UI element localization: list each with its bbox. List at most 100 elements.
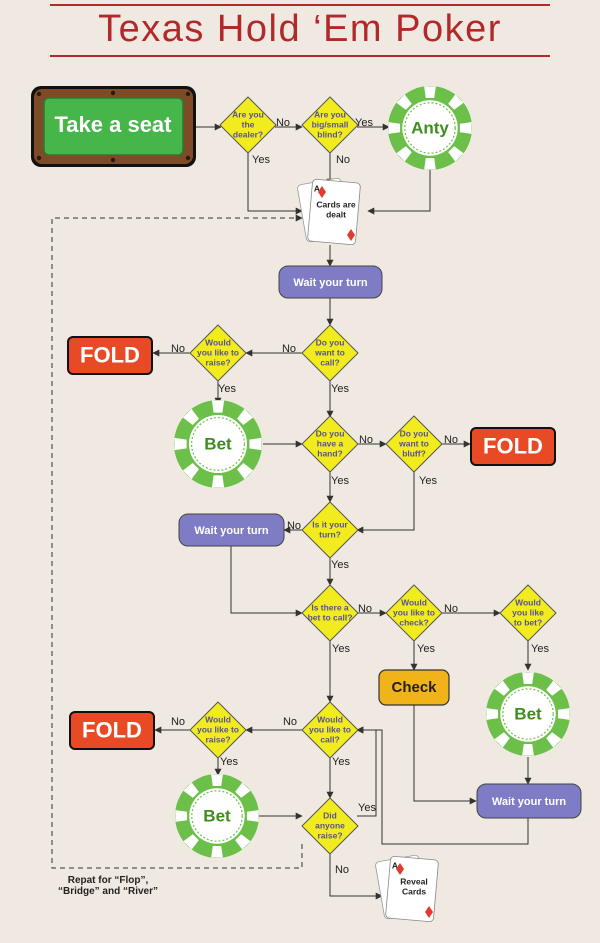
chip-bet-3-stripe-7 xyxy=(235,782,251,798)
edge-anyone-call2 xyxy=(356,726,377,817)
chip-anty-stripe-7 xyxy=(448,94,464,110)
page-title: Texas Hold ‘Em Poker xyxy=(98,8,502,50)
fold-box-2-label: FOLD xyxy=(483,433,543,458)
chip-bet-2-ring xyxy=(500,686,556,742)
wait-box-2-label: Wait your turn xyxy=(194,525,268,537)
chip-bet-3-ring xyxy=(189,788,245,844)
table-pocket-5 xyxy=(185,155,191,161)
wait-box-1-label: Wait your turn xyxy=(293,277,367,289)
table-pocket-2 xyxy=(185,91,191,97)
chip-bet-3-label: Bet xyxy=(203,806,231,825)
table-pocket-4 xyxy=(110,157,116,163)
edge-anyone-reveal xyxy=(329,844,383,900)
chip-anty-stripe-1 xyxy=(448,146,464,162)
label-no-turn: No xyxy=(287,520,301,532)
decision-dealer-text-line-2: dealer? xyxy=(233,129,263,139)
decision-raise2-text-line-2: raise? xyxy=(205,734,230,744)
decision-dealer-shape xyxy=(219,96,277,154)
connectors xyxy=(51,123,532,900)
label-no-raise2: No xyxy=(171,716,185,728)
fold-box-2: FOLD xyxy=(470,427,556,466)
edge-checkbox-wait3 xyxy=(413,705,477,805)
chip-bet-2-label: Bet xyxy=(514,704,542,723)
decision-anyone-text-line-0: Did xyxy=(323,810,337,820)
chip-bet-3-dash xyxy=(191,790,243,842)
decision-blind-text-line-1: big/small xyxy=(312,119,349,129)
cards-dealt-text-line-1: dealt xyxy=(326,209,346,219)
decision-dealer-text-line-1: the xyxy=(242,119,255,129)
fold-box-1-shape xyxy=(67,336,153,375)
decision-betcall-text-line-1: bet to call? xyxy=(308,612,353,622)
decision-betcall-text-line-0: Is there a xyxy=(311,602,349,612)
chip-bet-2-stripe-5 xyxy=(494,680,510,696)
chip-bet-2-stripe-1 xyxy=(546,732,562,748)
decision-blind-text-line-0: Are you xyxy=(314,109,346,119)
label-yes-call1: Yes xyxy=(331,383,349,395)
decision-raise1-text-line-1: you like to xyxy=(197,347,239,357)
chip-bet-2: Bet xyxy=(486,672,570,756)
chip-bet-1-stripe-0 xyxy=(249,437,262,451)
decision-bluff-shape xyxy=(385,415,443,473)
cards-reveal-corner-a: A xyxy=(392,860,398,870)
decision-turn-text-line-0: Is it your xyxy=(312,519,348,529)
wait-box-3: Wait your turn xyxy=(476,783,582,819)
label-yes-turn: Yes xyxy=(331,559,349,571)
fold-box-3-shape xyxy=(69,711,155,750)
chip-bet-1-stripe-6 xyxy=(211,400,225,413)
decision-tobet-text-line-2: to bet? xyxy=(514,617,542,627)
chip-anty-label: Anty xyxy=(411,118,449,137)
decision-raise1-text-line-2: raise? xyxy=(205,357,230,367)
decision-hand-text-line-0: Do you xyxy=(316,428,345,438)
decision-call1-shape xyxy=(301,324,359,382)
label-no-betcall: No xyxy=(358,603,372,615)
decision-tobet-text-line-1: you like xyxy=(512,607,544,617)
chip-bet-3-stripe-4 xyxy=(175,810,188,822)
decision-call1-text-line-2: call? xyxy=(320,357,339,367)
fold-box-2-shape xyxy=(470,427,556,466)
chip-bet-2-stripe-4 xyxy=(486,708,499,720)
decision-call2-text-line-2: call? xyxy=(320,734,339,744)
chip-bet-3-stripe-5 xyxy=(183,782,199,798)
decision-call2-text-line-1: you like to xyxy=(309,724,351,734)
cards-dealt-text-line-0: Cards are xyxy=(316,199,355,209)
decision-bluff-text-line-0: Do you xyxy=(400,428,429,438)
chip-bet-1: Bet xyxy=(174,400,262,488)
decision-anyone-shape xyxy=(301,797,359,855)
label-yes-hand: Yes xyxy=(331,475,349,487)
chip-anty-stripe-5 xyxy=(396,94,412,110)
label-yes-blind: Yes xyxy=(355,117,373,129)
chip-bet-1-label: Bet xyxy=(204,434,232,453)
label-yes-raise2: Yes xyxy=(220,756,238,768)
decision-check-text-line-2: check? xyxy=(399,617,428,627)
chip-anty-stripe-4 xyxy=(388,122,401,134)
table-felt xyxy=(43,97,184,156)
chip-anty-stripe-0 xyxy=(459,122,472,134)
fold-box-3: FOLD xyxy=(69,711,155,750)
table-label: Take a seat xyxy=(54,112,172,137)
cards-reveal-diamond-top xyxy=(396,863,404,875)
decision-hand-shape xyxy=(301,415,359,473)
check-box: Check xyxy=(378,669,450,706)
title-rule-top xyxy=(50,4,550,6)
table-take-a-seat: Take a seat xyxy=(31,86,196,167)
repeat-note-line-1: “Bridge” and “River” xyxy=(58,886,158,897)
decision-turn-text-line-1: turn? xyxy=(319,529,341,539)
label-yes-dealer: Yes xyxy=(252,154,270,166)
chip-bet-2-stripe-3 xyxy=(494,732,510,748)
decision-check-shape xyxy=(385,584,443,642)
cards-reveal-text-line-0: Reveal xyxy=(400,876,427,886)
label-yes-call2: Yes xyxy=(332,756,350,768)
decision-anyone-text-line-2: raise? xyxy=(317,830,342,840)
wait-box-1: Wait your turn xyxy=(278,265,383,299)
label-no-anyone: No xyxy=(335,864,349,876)
decision-raise1-text-line-0: Would xyxy=(205,337,231,347)
